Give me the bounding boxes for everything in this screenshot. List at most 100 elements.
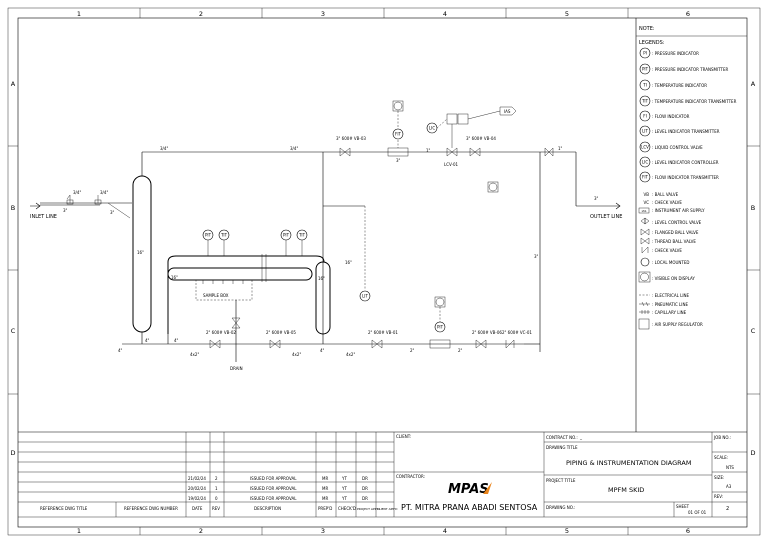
- legend-asr-text: : AIR SUPPLY REGULATOR: [652, 322, 703, 327]
- ball-valve-vb05-icon: [269, 339, 281, 349]
- rev-label: REV:: [714, 494, 723, 499]
- legend-fi-symbol: FI: [643, 114, 646, 119]
- legend-pneu-text: : PNEUMATIC LINE: [652, 302, 688, 307]
- scale-label: SCALE:: [714, 455, 728, 460]
- row-markers: A B C D A B C D: [8, 80, 760, 457]
- legend-fi-text: : FLOW INDICATOR: [652, 114, 690, 119]
- valve-tag-vb01: 2" 600# VB-01: [368, 330, 398, 335]
- air-supply-regulator-icon: [638, 318, 650, 330]
- header-rev: REV: [212, 506, 220, 511]
- contractor-label: CONTRACTOR:: [396, 474, 425, 479]
- sample-box-label: SAMPLE BOX: [203, 293, 229, 298]
- contract-no-label: CONTRACT NO.:: [546, 435, 578, 440]
- legend-lic-symbol: LIC: [642, 160, 648, 165]
- local-mounted-icon: [640, 257, 650, 267]
- ias-label: IAS: [504, 109, 511, 114]
- row-label-a: A: [11, 80, 16, 88]
- legend-vb-text: : BALL VALVE: [652, 192, 679, 197]
- row-label-c-right: C: [751, 327, 756, 335]
- legend-fit-text: : FLOW INDICATOR TRANSMITTER: [652, 175, 719, 180]
- ball-valve-vb01-icon: [371, 339, 383, 349]
- size-2-b: 2": [458, 348, 463, 353]
- company-logo: MPAS: [448, 482, 489, 497]
- drawing-title-label: DRAWING TITLE: [546, 445, 578, 450]
- ball-valve-vb02-icon: [209, 339, 221, 349]
- legend-pit-symbol: PIT: [642, 67, 649, 72]
- pipe-size-34-d: 3/4": [290, 146, 298, 151]
- legend-vc-code: VC: [643, 200, 649, 205]
- size-2-a: 2": [410, 348, 415, 353]
- col-label-5: 5: [565, 10, 569, 18]
- pipe-size-3-outlet: 3": [594, 196, 599, 201]
- valve-tag-vb02: 2" 600# VB-02: [206, 330, 236, 335]
- size-16-c: 16": [345, 260, 352, 265]
- row-label-b: B: [11, 204, 15, 212]
- size-4-b: 4": [174, 338, 179, 343]
- col-label-6-bottom: 6: [686, 527, 690, 535]
- col-label-2: 2: [199, 10, 203, 18]
- valve-tag-vb04: 3" 600# VB-04: [466, 136, 496, 141]
- valve-tag-vc01: 2" 600# VC-01: [502, 330, 532, 335]
- vessel-size-label: 16": [137, 250, 144, 255]
- lcv-label: LCV-01: [444, 162, 459, 167]
- col-label-4-bottom: 4: [443, 527, 447, 535]
- project-title-label: PROJECT TITLE: [546, 478, 576, 483]
- fit-instrument-top: FIT: [392, 128, 404, 140]
- svg-text:PIT: PIT: [205, 233, 212, 238]
- svg-text:LIT: LIT: [362, 294, 368, 299]
- size-4x2-b: 4x2": [292, 352, 301, 357]
- check-valve-vc01-icon: [505, 339, 515, 349]
- revision-headers: REFERENCE DWG TITLE REFERENCE DWG NUMBER…: [40, 506, 398, 511]
- check-valve-icon: [641, 246, 649, 254]
- valve-tag-vb05: 2" 600# VB-05: [266, 330, 296, 335]
- legend-vc-text: : CHECK VALVE: [652, 200, 682, 205]
- legend-tit-text: : TEMPERATURE INDICATOR TRANSMITTER: [652, 99, 737, 104]
- outlet-line-label: OUTLET LINE: [590, 214, 622, 220]
- revision-table: 21/02/24 2 ISSUED FOR APPROVAL MR YT DR …: [188, 476, 368, 501]
- size-16-b: 16": [318, 276, 325, 281]
- col-label-3-bottom: 3: [321, 527, 325, 535]
- legend-cap-text: : CAPILLARY LINE: [652, 310, 687, 315]
- ball-valve-vb04-icon: [469, 147, 481, 157]
- contract-no-value: _: [579, 435, 583, 440]
- svg-text:TIT: TIT: [298, 233, 306, 238]
- pipe-size-34-b: 3/4": [100, 190, 108, 195]
- outlet-arrow: [615, 202, 621, 210]
- legend-ias-text: : INSTRUMENT AIR SUPPLY: [652, 208, 705, 213]
- rev-description: ISSUED FOR APPROVAL: [250, 486, 297, 491]
- svg-text:LIC: LIC: [429, 126, 435, 131]
- flanged-ball-valve-icon: [640, 228, 650, 236]
- header-prep: PREP'D: [318, 506, 332, 511]
- job-no-label: JOB NO.:: [713, 435, 731, 440]
- drawing-no-label: DRAWING NO.:: [546, 505, 575, 510]
- pipe-size-34-a: 3/4": [73, 190, 81, 195]
- title-block: 21/02/24 2 ISSUED FOR APPROVAL MR YT DR …: [18, 431, 747, 518]
- legend-lit-text: : LEVEL INDICATOR TRANSMITTER: [652, 129, 720, 134]
- rev-prep: MR: [322, 496, 328, 501]
- column-markers: 1 2 3 4 5 6 1 2 3 4 5 6: [77, 8, 690, 535]
- capillary-line-icon: [639, 310, 650, 314]
- lit-instrument: LIT: [359, 290, 371, 302]
- pipe-size-34-c: 3/4": [160, 146, 168, 151]
- pit-header-1: PIT: [202, 229, 214, 241]
- rev-number: 1: [215, 486, 218, 491]
- legend-lcv-symbol: LCV: [641, 145, 649, 150]
- rev-prep: MR: [322, 476, 328, 481]
- size-4-d: 4": [118, 348, 123, 353]
- pipe-size-1: 1": [426, 148, 431, 153]
- size-4-a: 4": [145, 338, 150, 343]
- header-proj: PROJECT APP'D: [357, 507, 380, 511]
- rev-number: 0: [215, 496, 218, 501]
- legend-fit-symbol: FIT: [642, 175, 648, 180]
- legend-pit-text: : PRESSURE INDICATOR TRANSMITTER: [652, 67, 729, 72]
- legend-lit-symbol: LIT: [642, 129, 648, 134]
- pipe-size-34-e: 1": [558, 146, 563, 151]
- legend-ias-code: IAS: [642, 209, 647, 213]
- valve-tag-vb03: 3" 600# VB-03: [336, 136, 366, 141]
- display-box-bottom: [434, 296, 446, 308]
- rev-check: YT: [341, 496, 347, 501]
- inner-border: [17, 17, 748, 528]
- display-box-top: [392, 100, 404, 112]
- pipe-size-3-riser: 3": [534, 254, 539, 259]
